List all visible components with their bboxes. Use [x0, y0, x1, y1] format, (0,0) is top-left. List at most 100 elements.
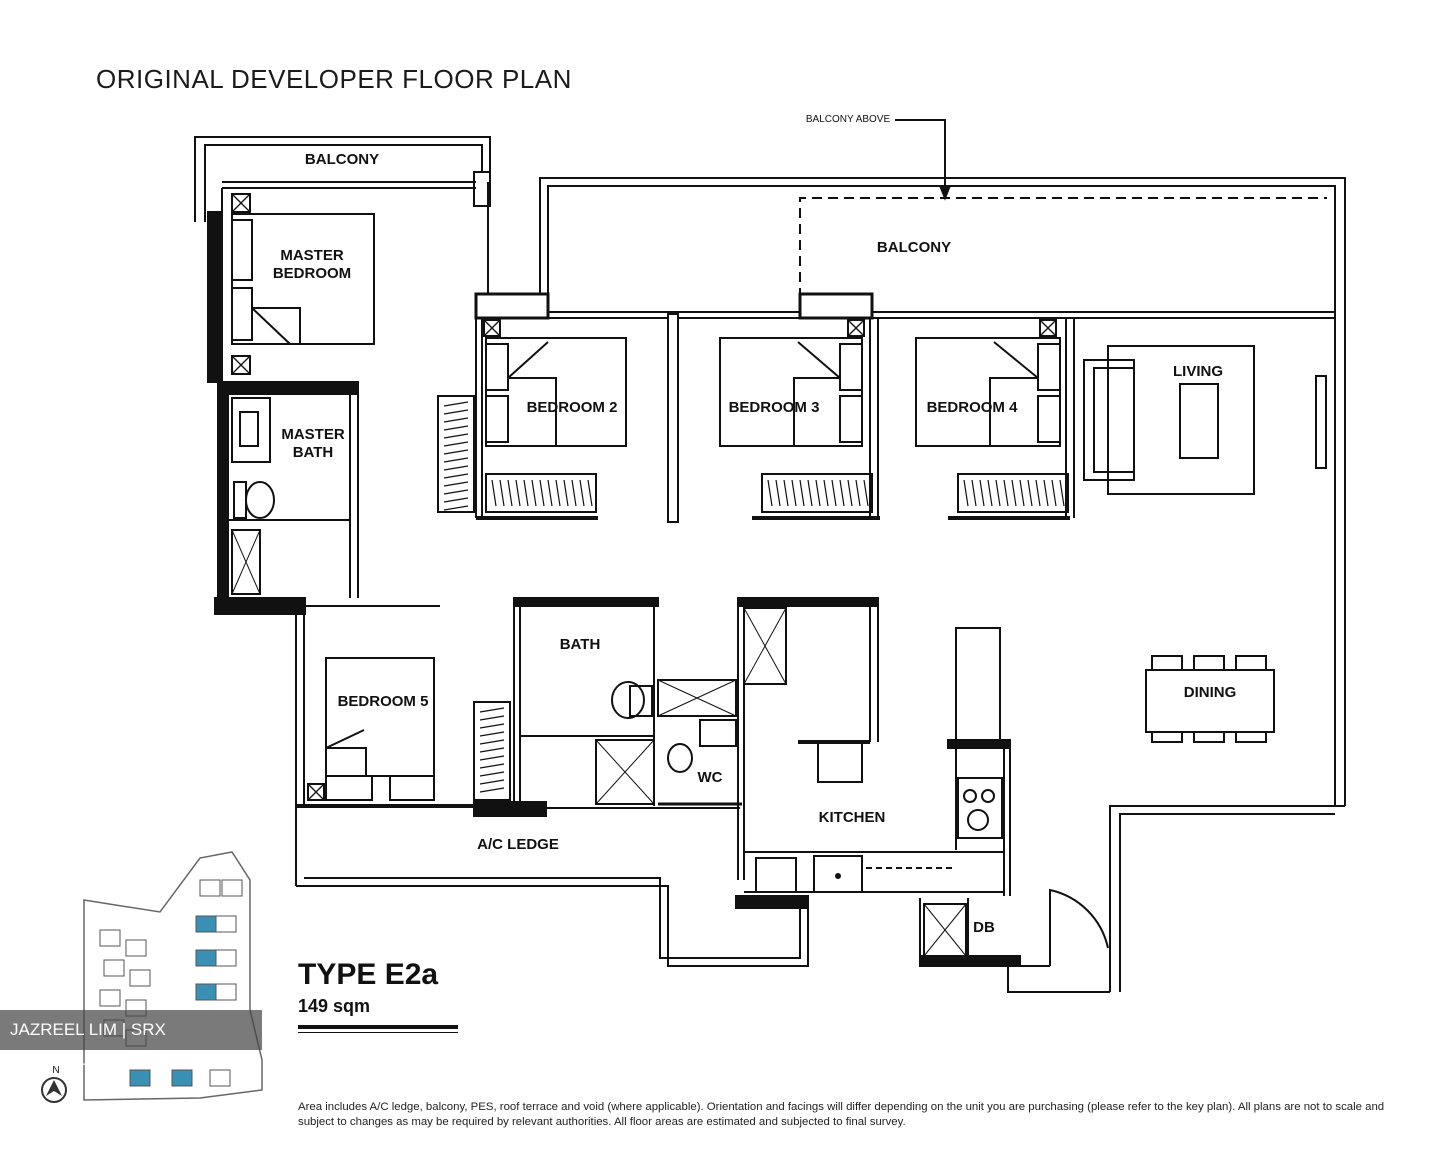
wardrobe-hatch	[971, 479, 977, 507]
wardrobe-hatch	[1011, 479, 1017, 507]
key-plan-block	[195, 915, 217, 933]
label-master-balcony: BALCONY	[304, 151, 380, 168]
label-bedroom-5: BEDROOM 5	[337, 693, 429, 710]
north-letter: N	[52, 1065, 60, 1076]
label-main-balcony: BALCONY	[876, 239, 952, 256]
wardrobe-hatch	[1003, 479, 1009, 507]
wardrobe-hatch	[479, 779, 505, 785]
wardrobe-hatch	[479, 715, 505, 721]
wardrobe-hatch	[995, 479, 1001, 507]
unit-rule-thin	[298, 1032, 458, 1033]
wardrobe-hatch	[831, 479, 837, 507]
key-plan-block	[129, 1069, 151, 1087]
wardrobe-hatch	[479, 747, 505, 753]
wardrobe-hatch	[767, 479, 773, 507]
wardrobe-hatch	[443, 497, 469, 503]
wardrobe-hatch	[815, 479, 821, 507]
label-dining: DINING	[1183, 684, 1237, 701]
key-plan-block	[221, 879, 243, 897]
wardrobe-hatch	[443, 433, 469, 439]
wardrobe-hatch	[479, 787, 505, 793]
label-bedroom-3: BEDROOM 3	[728, 399, 820, 416]
wardrobe-hatch	[775, 479, 781, 507]
wardrobe-hatch	[839, 479, 845, 507]
unit-rule	[298, 1025, 458, 1029]
wardrobe-hatch	[987, 479, 993, 507]
main-balcony-outline	[539, 177, 1346, 300]
wardrobe-hatch	[531, 479, 537, 507]
wardrobe-hatch	[507, 479, 513, 507]
wardrobe-hatch	[479, 755, 505, 761]
wardrobe-hatch	[443, 505, 469, 511]
wardrobe-hatch	[863, 479, 869, 507]
page-title: ORIGINAL DEVELOPER FLOOR PLAN	[96, 64, 572, 94]
wardrobe-hatch	[587, 479, 593, 507]
wardrobe-hatch	[1043, 479, 1049, 507]
wardrobe-hatch	[523, 479, 529, 507]
wardrobe-hatch	[443, 401, 469, 407]
wardrobe-hatch	[479, 707, 505, 713]
north-indicator: N	[40, 1065, 68, 1109]
wardrobe-hatch	[1059, 479, 1065, 507]
key-plan-block	[215, 949, 237, 967]
label-bedroom-2: BEDROOM 2	[526, 399, 618, 416]
wardrobe-hatch	[799, 479, 805, 507]
wardrobe-hatch	[1051, 479, 1057, 507]
wardrobe-hatch	[855, 479, 861, 507]
north-arrow-icon	[41, 1077, 67, 1103]
wardrobe-hatch	[807, 479, 813, 507]
wardrobe-hatch	[1019, 479, 1025, 507]
wardrobe-hatch	[443, 481, 469, 487]
label-wc: WC	[697, 769, 723, 786]
wardrobe-hatch	[499, 479, 505, 507]
unit-type-block: TYPE E2a 149 sqm	[298, 958, 458, 1033]
key-plan	[83, 851, 263, 1101]
key-plan-block	[129, 969, 151, 987]
wardrobe-hatch	[443, 489, 469, 495]
label-living: LIVING	[1172, 363, 1224, 380]
key-plan-block	[199, 879, 221, 897]
wardrobe-hatch	[443, 441, 469, 447]
wardrobe-hatch	[563, 479, 569, 507]
wardrobe-hatch	[579, 479, 585, 507]
wardrobe-hatch	[791, 479, 797, 507]
key-plan-block	[99, 929, 121, 947]
wardrobe-hatch	[443, 473, 469, 479]
key-plan-block	[99, 989, 121, 1007]
wardrobe-hatch	[443, 409, 469, 415]
label-ac-ledge: A/C LEDGE	[477, 836, 559, 853]
wardrobe-hatch	[443, 425, 469, 431]
wardrobe-hatch	[491, 479, 497, 507]
label-bedroom-4: BEDROOM 4	[926, 399, 1018, 416]
wardrobe-hatch	[963, 479, 969, 507]
wardrobe-hatch	[783, 479, 789, 507]
label-master-bedroom: MASTER BEDROOM	[272, 247, 352, 282]
wardrobe-hatch	[479, 739, 505, 745]
key-plan-block	[195, 949, 217, 967]
wardrobe-hatch	[823, 479, 829, 507]
key-plan-block	[103, 959, 125, 977]
wardrobe-hatch	[479, 771, 505, 777]
key-plan-block	[195, 983, 217, 1001]
wardrobe-hatch	[479, 731, 505, 737]
key-plan-block	[209, 1069, 231, 1087]
disclaimer: Area includes A/C ledge, balcony, PES, r…	[298, 1101, 1385, 1128]
wardrobe-hatch	[555, 479, 561, 507]
wardrobe-hatch	[547, 479, 553, 507]
label-bath: BATH	[559, 636, 601, 653]
wardrobe-hatch	[847, 479, 853, 507]
label-kitchen: KITCHEN	[818, 809, 886, 826]
key-plan-block	[215, 983, 237, 1001]
wardrobe-hatch	[515, 479, 521, 507]
label-master-bath: MASTER BATH	[281, 426, 345, 461]
label-balcony-above: BALCONY ABOVE	[805, 114, 891, 125]
wardrobe-hatch	[1027, 479, 1033, 507]
wardrobe-hatch	[571, 479, 577, 507]
wardrobe-hatch	[479, 763, 505, 769]
unit-area: 149 sqm	[298, 996, 371, 1016]
key-plan-block	[215, 915, 237, 933]
wardrobe-hatch	[539, 479, 545, 507]
wardrobe-hatch	[443, 449, 469, 455]
key-plan-block	[125, 939, 147, 957]
